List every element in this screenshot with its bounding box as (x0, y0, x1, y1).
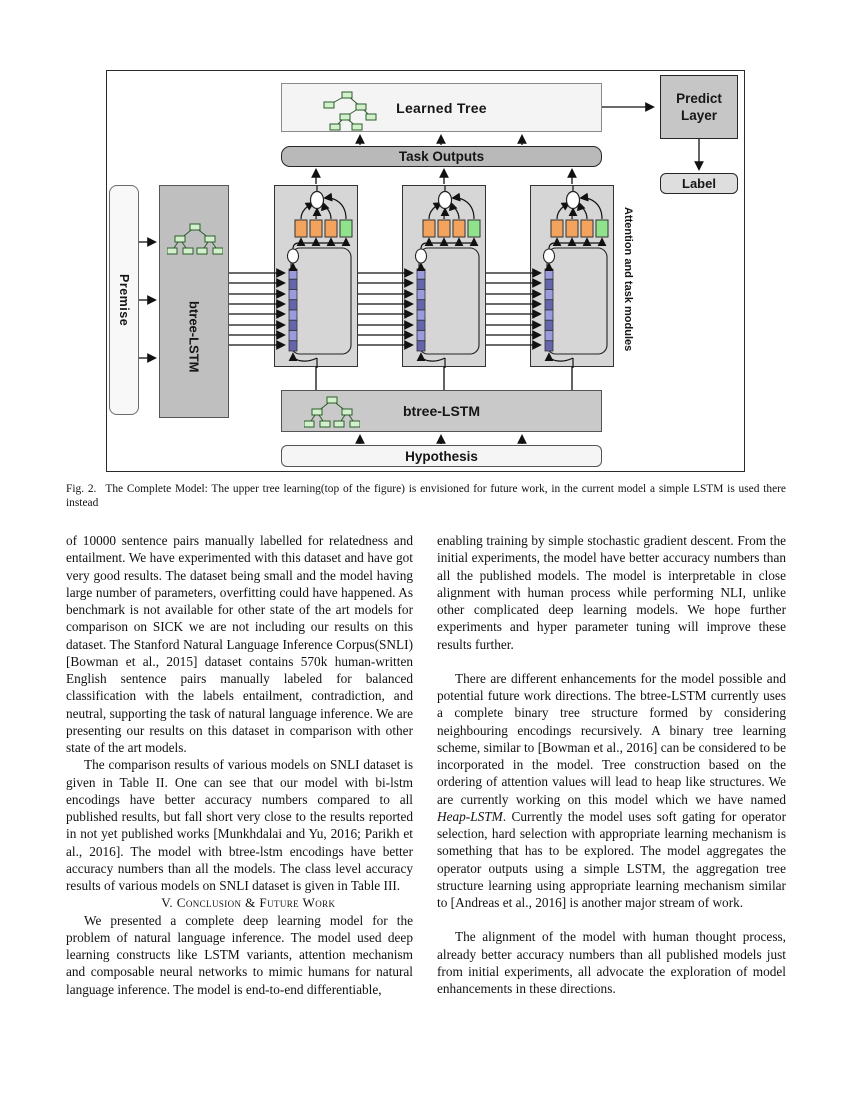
paragraph: enabling training by simple stochastic g… (437, 533, 786, 652)
learned-tree-icon (323, 91, 377, 131)
btree-icon (304, 396, 360, 428)
section-heading: V. Conclusion & Future Work (161, 895, 336, 911)
paragraph: The alignment of the model with human th… (437, 929, 786, 996)
btree-lstm-hypothesis-box: btree-LSTM (281, 390, 602, 432)
hypothesis-label: Hypothesis (405, 448, 478, 464)
attention-module-diagram (275, 186, 359, 368)
paragraph-text: . Currently the model uses soft gating f… (437, 808, 786, 910)
attention-module-3 (530, 185, 614, 367)
predict-layer-box: Predict Layer (660, 75, 738, 139)
attention-module-2 (402, 185, 486, 367)
column-left: of 10000 sentence pairs manually labelle… (66, 532, 413, 998)
attention-modules-label: Attention and task modules (622, 206, 634, 352)
attention-module-1 (274, 185, 358, 367)
btree-lstm-premise-label: btree-LSTM (186, 301, 202, 373)
learned-tree-label: Learned Tree (396, 99, 487, 116)
paragraph: There are different enhancements for the… (437, 670, 786, 912)
btree-lstm-hypothesis-label: btree-LSTM (403, 403, 480, 419)
attention-module-diagram (403, 186, 487, 368)
predict-layer-label: Predict Layer (676, 91, 722, 123)
paragraph: of 10000 sentence pairs manually labelle… (66, 533, 413, 755)
figure-caption: Fig. 2.The Complete Model: The upper tre… (66, 482, 786, 510)
emphasis-heap-lstm: Heap-LSTM (437, 808, 503, 824)
btree-icon (167, 223, 223, 255)
paragraph: We presented a complete deep learning mo… (66, 912, 413, 997)
btree-lstm-premise-box: btree-LSTM (159, 185, 229, 418)
figure-caption-text: The Complete Model: The upper tree learn… (66, 483, 786, 509)
column-right: enabling training by simple stochastic g… (437, 532, 786, 997)
premise-label: Premise (117, 273, 131, 327)
attention-modules-label-wrap: Attention and task modules (618, 196, 638, 362)
task-outputs-box: Task Outputs (281, 146, 602, 167)
learned-tree-box: Learned Tree (281, 83, 602, 132)
attention-module-diagram (531, 186, 615, 368)
label-box: Label (660, 173, 738, 194)
label-box-label: Label (682, 176, 716, 191)
paragraph-text: There are different enhancements for the… (437, 670, 786, 807)
hypothesis-box: Hypothesis (281, 445, 602, 467)
paragraph: The comparison results of various models… (66, 757, 413, 893)
premise-box: Premise (109, 185, 139, 415)
task-outputs-label: Task Outputs (398, 149, 485, 164)
figure-caption-label: Fig. 2. (66, 483, 97, 495)
